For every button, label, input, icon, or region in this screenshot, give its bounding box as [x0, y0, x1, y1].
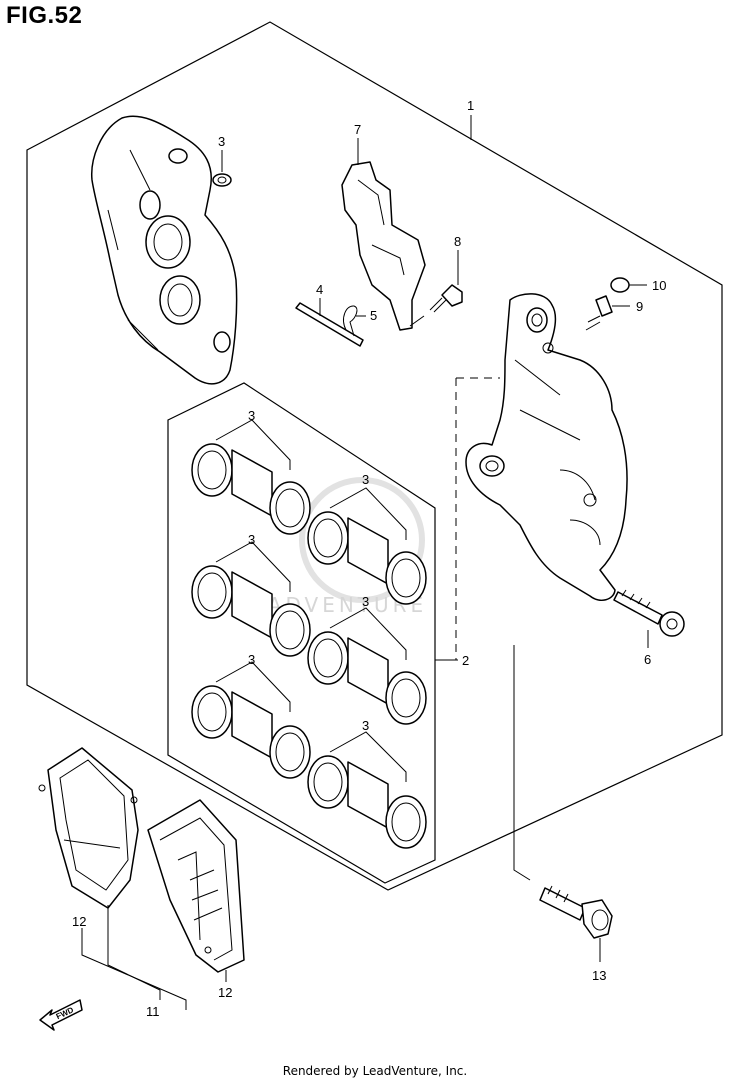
dashed-guide [455, 377, 500, 660]
callout-12-right: 12 [218, 985, 232, 1000]
callout-7: 7 [354, 122, 361, 137]
callout-12-left: 12 [72, 914, 86, 929]
fwd-arrow-icon: FWD [39, 999, 83, 1031]
brake-pad-left [38, 747, 139, 909]
callout-4: 4 [316, 282, 323, 297]
callout-3-washer: 3 [218, 134, 225, 149]
caliper-bolt-6 [613, 589, 685, 637]
callout-6: 6 [644, 652, 651, 667]
pad-spring [341, 161, 426, 331]
callout-5: 5 [370, 308, 377, 323]
callout-2: 2 [462, 653, 469, 668]
callout-9: 9 [636, 299, 643, 314]
bleeder-valve-9 [585, 295, 613, 331]
piston-group-a [191, 419, 311, 535]
piston-group-f [307, 731, 427, 849]
callout-1: 1 [467, 98, 474, 113]
piston-group-b [307, 487, 427, 605]
washer-part [212, 173, 232, 187]
callout-8: 8 [454, 234, 461, 249]
callout-3-c: 3 [248, 532, 255, 547]
bleeder-cap-10 [610, 277, 630, 293]
piston-group-c [191, 541, 311, 657]
callout-10: 10 [652, 278, 666, 293]
leader-13 [513, 645, 531, 881]
piston-group-d [307, 607, 427, 725]
callout-3-b: 3 [362, 472, 369, 487]
assembly-frame-1 [26, 21, 723, 891]
piston-group-e [191, 661, 311, 779]
callout-3-f: 3 [362, 718, 369, 733]
callout-3-d: 3 [362, 594, 369, 609]
pad-pin-4 [295, 302, 364, 347]
caliper-right-half [465, 293, 628, 602]
brake-pad-right [147, 799, 245, 973]
clip-5 [343, 305, 358, 337]
bolt-8 [429, 284, 463, 313]
leader-11 [107, 905, 161, 1000]
figure-title: FIG.52 [6, 2, 83, 29]
callout-3-e: 3 [248, 652, 255, 667]
render-credit: Rendered by LeadVenture, Inc. [282, 1064, 468, 1078]
caliper-left-half [91, 115, 238, 385]
callout-11: 11 [146, 1004, 160, 1019]
callout-13: 13 [592, 968, 606, 983]
leader-12-left [81, 928, 187, 1010]
mounting-bolt-13 [539, 885, 613, 939]
pistons-frame-2 [167, 382, 436, 884]
callout-3-a: 3 [248, 408, 255, 423]
